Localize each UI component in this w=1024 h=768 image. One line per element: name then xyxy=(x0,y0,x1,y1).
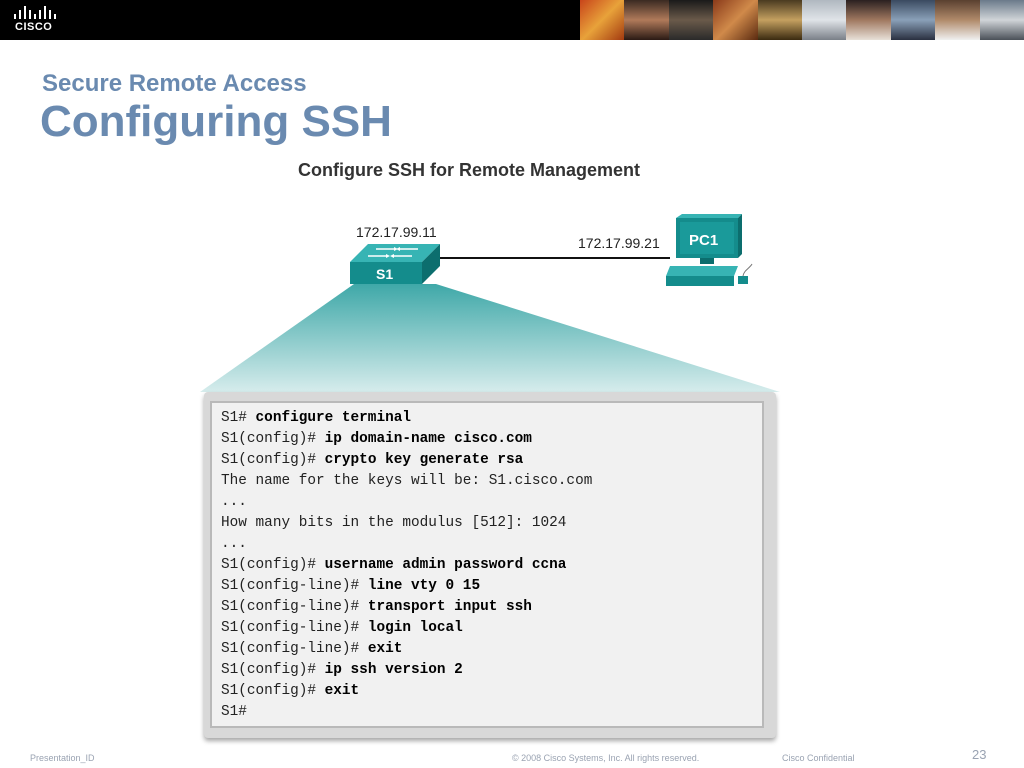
cli-command: ip ssh version 2 xyxy=(324,662,463,678)
zoom-beam xyxy=(200,284,780,392)
cli-prompt: S1(config-line)# xyxy=(221,578,368,594)
cli-command: exit xyxy=(324,683,360,699)
cli-command: ip domain-name cisco.com xyxy=(324,431,532,447)
cli-line: The name for the keys will be: S1.cisco.… xyxy=(221,471,762,492)
cli-prompt: ... xyxy=(221,536,247,552)
cli-line: S1(config-line)# transport input ssh xyxy=(221,597,762,618)
cli-line: S1(config)# exit xyxy=(221,681,762,702)
cli-prompt: S1(config-line)# xyxy=(221,620,368,636)
cli-line: S1(config)# ip ssh version 2 xyxy=(221,660,762,681)
pc-icon xyxy=(666,214,753,286)
cli-command: login local xyxy=(367,620,463,636)
cli-line: S1(config-line)# line vty 0 15 xyxy=(221,576,762,597)
switch-label: S1 xyxy=(376,266,394,282)
cli-prompt: How many bits in the modulus [512]: 1024 xyxy=(221,515,567,531)
cli-line: S1# xyxy=(221,702,762,723)
cli-line: S1(config)# ip domain-name cisco.com xyxy=(221,429,762,450)
cli-prompt: S1(config)# xyxy=(221,683,325,699)
cisco-logo-text: CISCO xyxy=(15,21,53,33)
pc-ip-label: 172.17.99.21 xyxy=(578,235,660,251)
cli-command: crypto key generate rsa xyxy=(324,452,524,468)
cli-prompt: S1(config)# xyxy=(221,431,325,447)
switch-ip-label: 172.17.99.11 xyxy=(356,224,437,240)
cli-prompt: The name for the keys will be: S1.cisco.… xyxy=(221,473,593,489)
cli-prompt: S1(config-line)# xyxy=(221,599,368,615)
cli-line: S1(config)# crypto key generate rsa xyxy=(221,450,762,471)
page-number: 23 xyxy=(972,747,987,762)
cli-command: line vty 0 15 xyxy=(367,578,481,594)
cli-line: S1(config-line)# exit xyxy=(221,639,762,660)
pc-label: PC1 xyxy=(689,232,719,249)
cli-line: How many bits in the modulus [512]: 1024 xyxy=(221,513,762,534)
cli-line: ... xyxy=(221,534,762,555)
cli-line: ... xyxy=(221,492,762,513)
cli-prompt: ... xyxy=(221,494,247,510)
cisco-logo: CISCO xyxy=(8,4,68,36)
figure-title: Configure SSH for Remote Management xyxy=(298,160,641,180)
switch-s1-icon xyxy=(350,244,440,284)
cli-prompt: S1(config-line)# xyxy=(221,641,368,657)
header-photo-strip xyxy=(580,0,1024,40)
cli-prompt: S1# xyxy=(221,704,247,720)
cli-prompt: S1(config)# xyxy=(221,452,325,468)
cli-line: S1# configure terminal xyxy=(221,408,762,429)
cisco-bars-icon xyxy=(14,6,56,19)
footer-confidential: Cisco Confidential xyxy=(782,753,855,763)
cli-prompt: S1(config)# xyxy=(221,557,325,573)
cli-line: S1(config)# username admin password ccna xyxy=(221,555,762,576)
cli-command: transport input ssh xyxy=(367,599,532,615)
footer-copyright: © 2008 Cisco Systems, Inc. All rights re… xyxy=(512,753,700,763)
slide-title: Configuring SSH xyxy=(40,97,392,146)
footer-presentation-id: Presentation_ID xyxy=(30,753,95,763)
cli-command: exit xyxy=(367,641,403,657)
header-bar: CISCO xyxy=(0,0,1024,40)
cli-prompt: S1# xyxy=(221,410,256,426)
cli-command: configure terminal xyxy=(255,410,411,426)
cli-line: S1(config-line)# login local xyxy=(221,618,762,639)
cli-prompt: S1(config)# xyxy=(221,662,325,678)
slide-subtitle: Secure Remote Access xyxy=(42,70,307,97)
network-link xyxy=(436,257,670,259)
cli-command: username admin password ccna xyxy=(324,557,567,573)
